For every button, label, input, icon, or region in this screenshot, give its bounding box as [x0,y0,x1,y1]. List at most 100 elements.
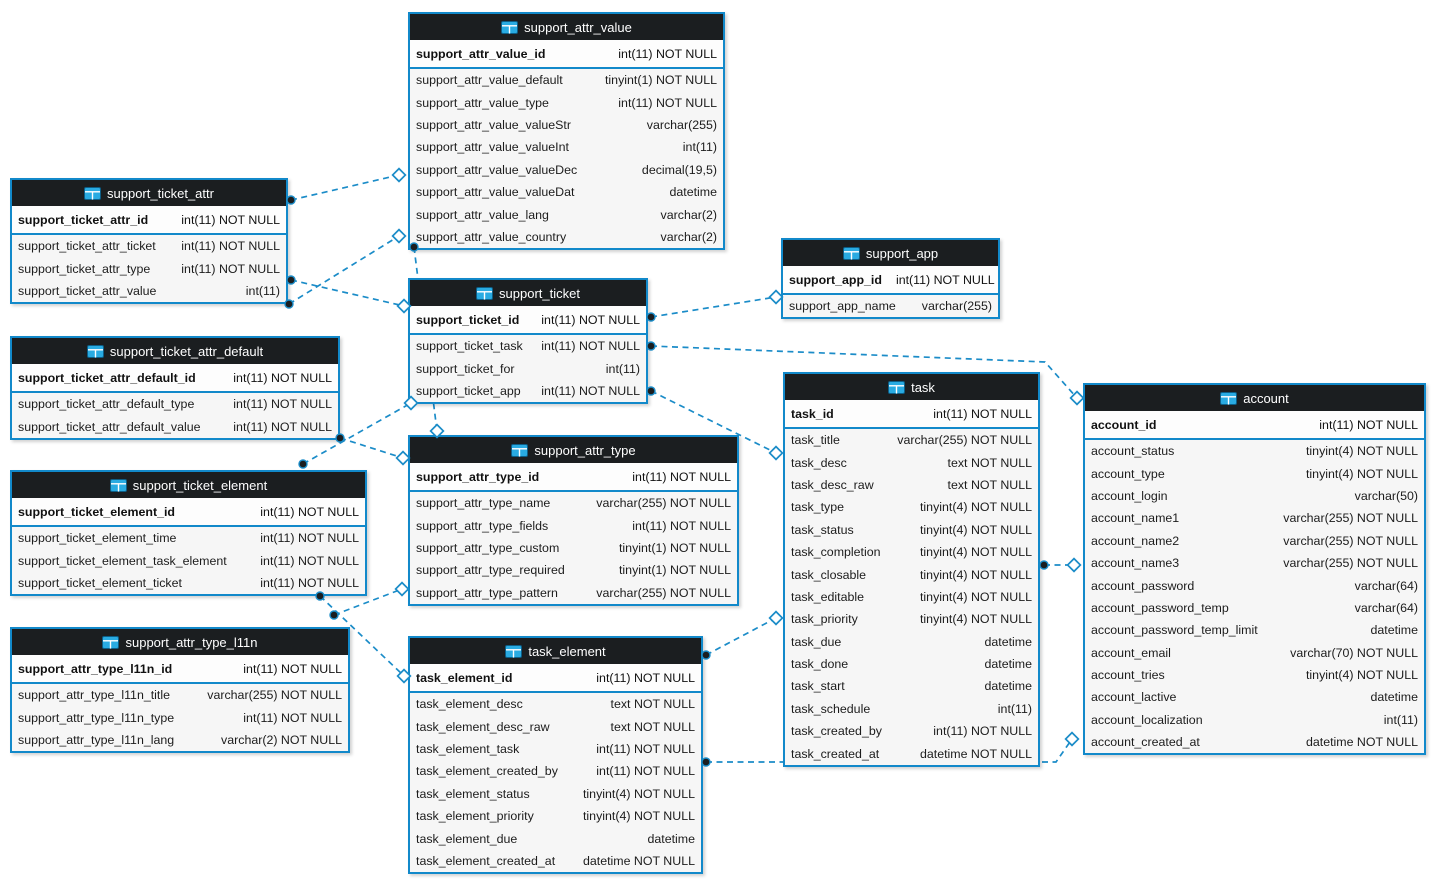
table-node[interactable]: support_ticket_element support_ticket_el… [10,470,367,597]
pk-row[interactable]: support_app_id int(11) NOT NULL [783,266,998,295]
relationship-line[interactable] [290,174,400,201]
table-node[interactable]: account account_id int(11) NOT NULL acco… [1083,383,1426,756]
relationship-line[interactable] [288,235,400,305]
table-header[interactable]: support_attr_value [410,14,723,40]
table-header[interactable]: support_ticket_attr [12,180,286,206]
pk-row[interactable]: support_ticket_element_id int(11) NOT NU… [12,498,365,527]
pk-row[interactable]: task_element_id int(11) NOT NULL [410,664,701,693]
table-node[interactable]: support_ticket support_ticket_id int(11)… [408,278,648,405]
pk-row[interactable]: support_attr_type_l11n_id int(11) NOT NU… [12,655,348,684]
table-header[interactable]: support_ticket_element [12,472,365,498]
relationship-line[interactable] [705,617,777,656]
relationship-line[interactable] [290,279,405,307]
table-header[interactable]: support_attr_type_l11n [12,629,348,655]
table-header[interactable]: support_attr_type [410,437,737,463]
table-node[interactable]: support_attr_value support_attr_value_id… [408,12,725,251]
table-node[interactable]: task_element task_element_id int(11) NOT… [408,636,703,875]
pk-row[interactable]: support_attr_value_id int(11) NOT NULL [410,40,723,69]
table-node[interactable]: support_attr_type_l11n support_attr_type… [10,627,350,754]
relationship-line[interactable] [650,296,777,318]
pk-row[interactable]: support_attr_type_id int(11) NOT NULL [410,463,737,492]
pk-row[interactable]: support_ticket_id int(11) NOT NULL [410,306,646,335]
pk-row[interactable]: support_ticket_attr_id int(11) NOT NULL [12,206,286,235]
table-header[interactable]: account [1085,385,1424,411]
table-node[interactable]: task task_id int(11) NOT NULL task_title… [783,372,1040,767]
table-node[interactable]: support_app support_app_id int(11) NOT N… [781,238,1000,320]
relationship-line[interactable] [339,437,404,459]
table-header[interactable]: task_element [410,638,701,664]
table-node[interactable]: support_ticket_attr support_ticket_attr_… [10,178,288,305]
table-header[interactable]: support_ticket [410,280,646,306]
table-header[interactable]: task [785,374,1038,400]
pk-row[interactable]: task_id int(11) NOT NULL [785,400,1038,429]
pk-row[interactable]: support_ticket_attr_default_id int(11) N… [12,364,338,393]
table-node[interactable]: support_attr_type support_attr_type_id i… [408,435,739,606]
table-node[interactable]: support_ticket_attr_default support_tick… [10,336,340,440]
pk-row[interactable]: account_id int(11) NOT NULL [1085,411,1424,440]
